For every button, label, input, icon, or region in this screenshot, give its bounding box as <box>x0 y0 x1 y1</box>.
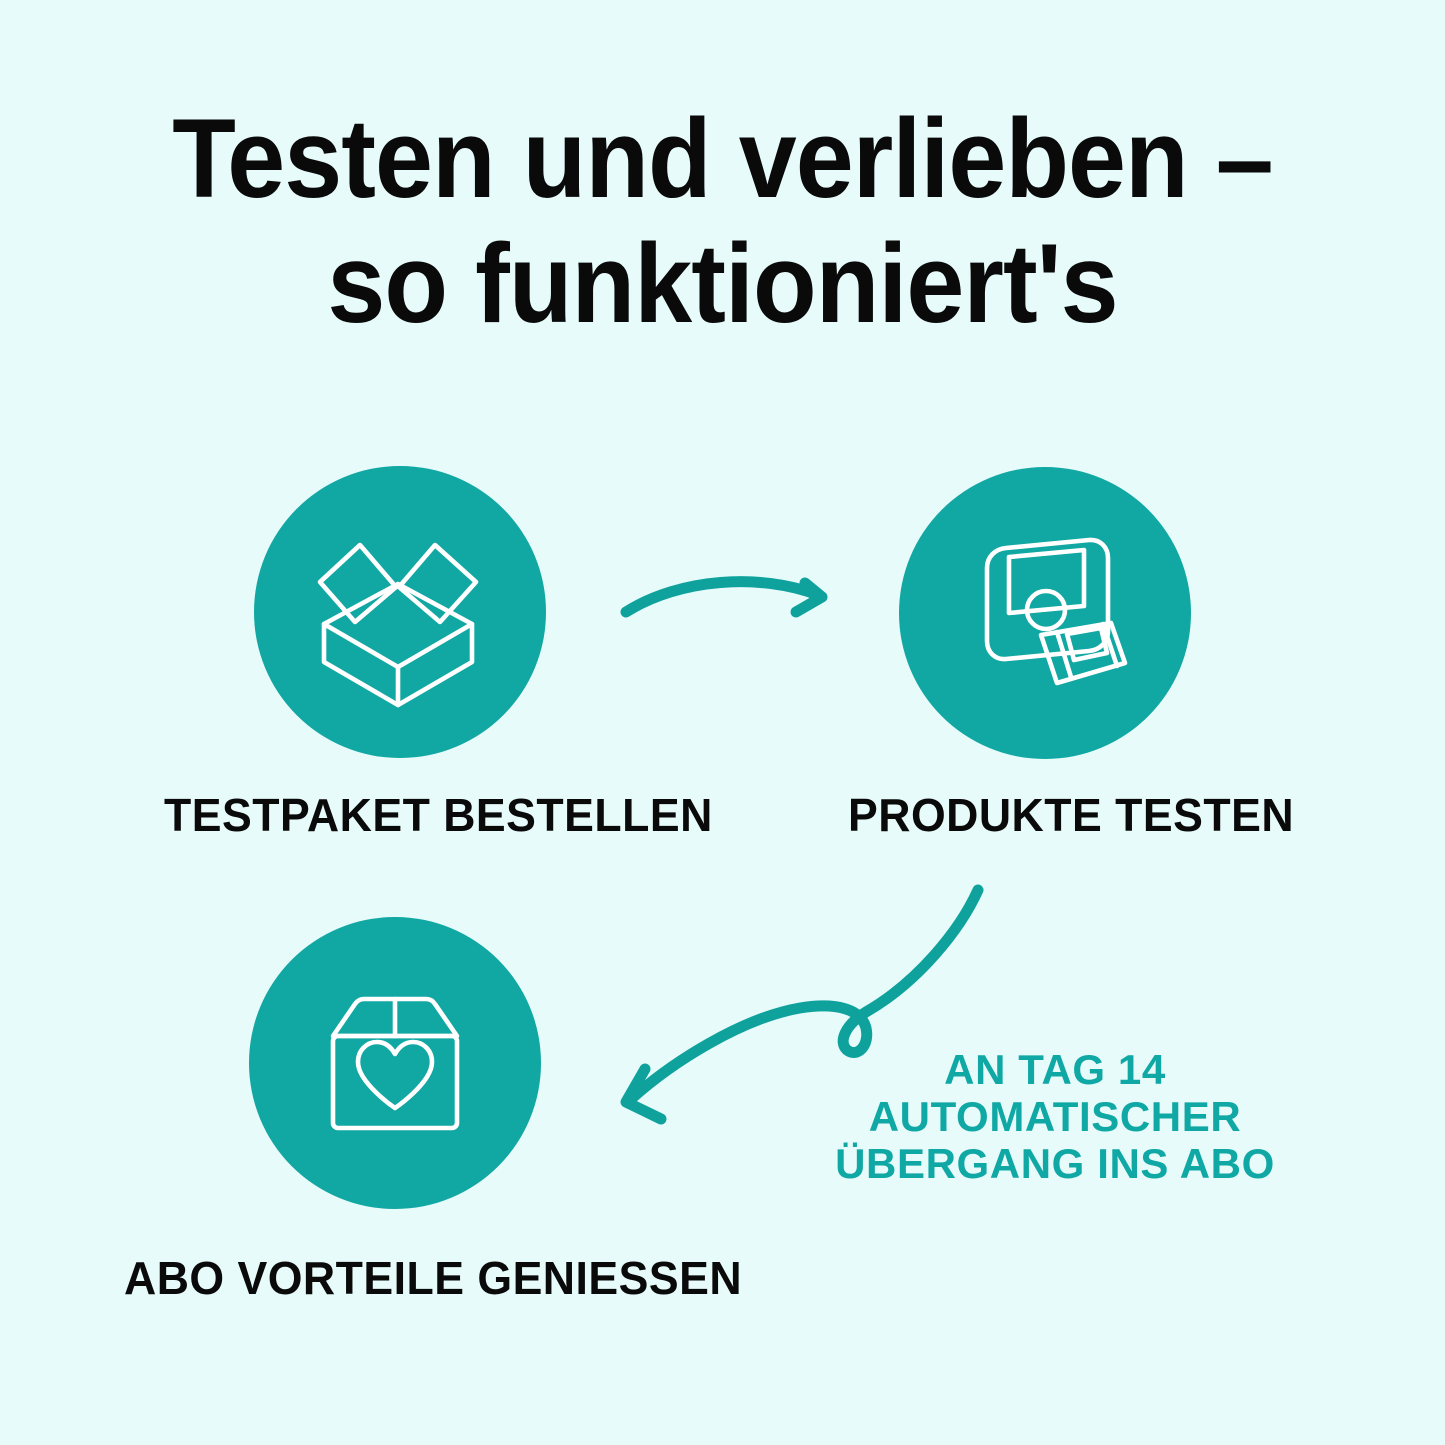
step-label-order: TESTPAKET BESTELLEN <box>164 789 713 841</box>
annotation-line-2: AUTOMATISCHER <box>868 1093 1242 1140</box>
open-box-icon <box>317 542 479 708</box>
wipes-pouch-icon <box>984 537 1128 686</box>
step-label-test: PRODUKTE TESTEN <box>848 789 1295 841</box>
arrow-order-to-test-icon <box>620 576 828 618</box>
title-line-1: Testen und verlieben – <box>172 96 1273 221</box>
step-icon-circle-order <box>254 466 546 758</box>
annotation-line-3: ÜBERGANG INS ABO <box>835 1140 1275 1187</box>
step-icon-circle-test <box>899 467 1191 759</box>
annotation-line-1: AN TAG 14 <box>944 1046 1166 1093</box>
box-with-heart-icon <box>330 996 460 1131</box>
step-icon-circle-enjoy <box>249 917 541 1209</box>
title-line-2: so funktioniert's <box>327 221 1118 346</box>
step-label-enjoy: ABO VORTEILE GENIESSEN <box>124 1252 743 1304</box>
page-title: Testen und verlieben – so funktioniert's <box>0 96 1445 346</box>
annotation-auto-subscription: AN TAG 14 AUTOMATISCHER ÜBERGANG INS ABO <box>830 1046 1280 1187</box>
